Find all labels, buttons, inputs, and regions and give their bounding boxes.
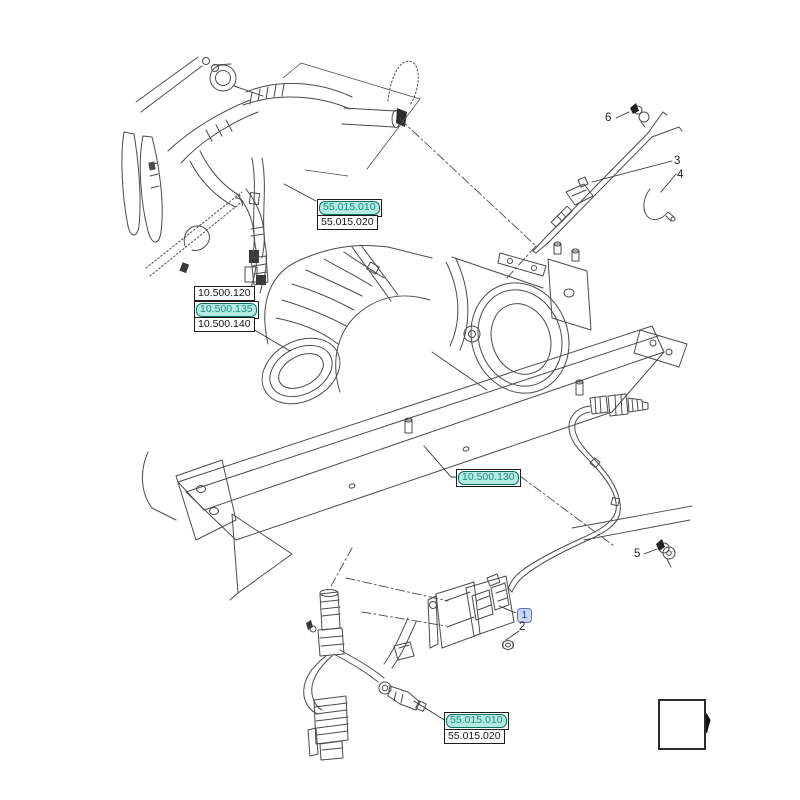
- callout-4[interactable]: 4: [677, 169, 684, 181]
- part-ref-text: 55.015.010: [319, 201, 380, 215]
- part-ref-55-015-010-top[interactable]: 55.015.010: [317, 199, 382, 217]
- callout-2[interactable]: 2: [519, 621, 526, 633]
- part-ref-text: 10.500.120: [198, 287, 251, 299]
- part-ref-55-015-010-bottom[interactable]: 55.015.010: [444, 712, 509, 730]
- part-ref-10-500-140[interactable]: 10.500.140: [194, 317, 255, 332]
- callout-1[interactable]: 1: [517, 608, 532, 623]
- part-ref-55-015-020-bottom[interactable]: 55.015.020: [444, 729, 505, 744]
- callout-5[interactable]: 5: [634, 548, 641, 560]
- upper-harness-drawing: [121, 56, 421, 294]
- nox-module-drawing: [427, 573, 515, 650]
- lower-harness-drawing: [303, 589, 427, 761]
- callout-3[interactable]: 3: [674, 155, 681, 167]
- part-ref-10-500-130[interactable]: 10.500.130: [456, 469, 521, 487]
- exhaust-elbow-drawing: [261, 241, 592, 405]
- leader-lines: [250, 111, 677, 722]
- part-ref-10-500-135[interactable]: 10.500.135: [194, 301, 259, 319]
- part-ref-55-015-020-top[interactable]: 55.015.020: [317, 215, 378, 230]
- part-ref-text: 55.015.020: [321, 216, 374, 228]
- chassis-frame-drawing: [142, 325, 693, 627]
- callout-6[interactable]: 6: [605, 112, 612, 124]
- part-ref-text: 10.500.130: [458, 471, 519, 485]
- part-ref-text: 55.015.020: [448, 730, 501, 742]
- part-ref-text: 55.015.010: [446, 714, 507, 728]
- part-ref-text: 10.500.135: [196, 303, 257, 317]
- nox-sensor-cable-drawing: [507, 393, 676, 593]
- back-arrow-button[interactable]: [658, 699, 706, 750]
- sensor-tube-drawing: [399, 103, 683, 280]
- part-ref-text: 10.500.140: [198, 318, 251, 330]
- part-ref-10-500-120[interactable]: 10.500.120: [194, 286, 255, 301]
